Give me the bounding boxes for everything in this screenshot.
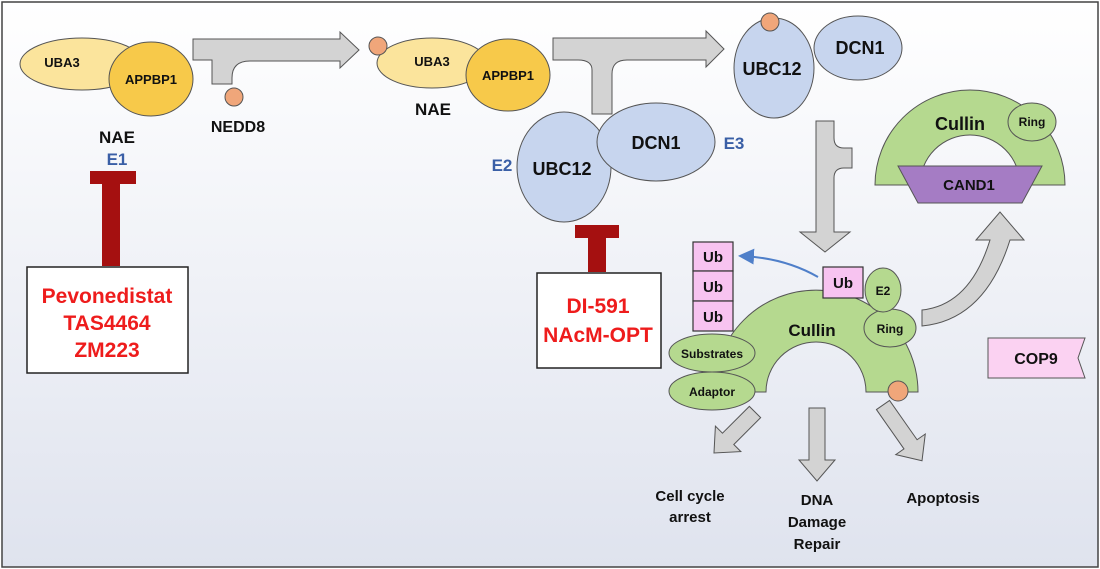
cop9-box: COP9	[987, 337, 1086, 379]
adaptor-label: Adaptor	[689, 385, 735, 399]
inhibitor-zm223: ZM223	[74, 339, 139, 362]
nae-inhibition-bar	[90, 171, 136, 266]
arrow-dna-repair	[797, 407, 837, 482]
nae-label: NAE	[99, 128, 135, 147]
inhibition-bar-stem	[102, 184, 120, 266]
cop9-label: COP9	[1014, 351, 1058, 368]
dcn1-inhibition-bar	[575, 225, 619, 272]
ring-label: Ring	[877, 322, 904, 336]
cand1-shape	[897, 165, 1043, 204]
e2-label: E2	[492, 156, 513, 175]
outcome-labels: Cell cycle arrest DNA Damage Repair Apop…	[655, 488, 979, 553]
dcn1-label: DCN1	[631, 133, 680, 153]
e2-shape	[864, 267, 902, 313]
arrow-shape	[552, 29, 725, 115]
arrow-shape	[875, 399, 926, 462]
cullin-arch-shape	[713, 289, 919, 393]
substrates-label: Substrates	[681, 347, 743, 361]
cullin-label: Cullin	[935, 114, 985, 134]
ub-transfer-arrow	[738, 248, 819, 278]
outcome-cell-cycle-line1: Cell cycle	[655, 488, 724, 505]
ubc12-label: UBC12	[742, 59, 801, 79]
cop9-shape	[987, 337, 1086, 379]
e3-label: E3	[724, 134, 745, 153]
ubc12-label: UBC12	[532, 159, 591, 179]
nedd8-label: NEDD8	[211, 119, 265, 136]
inhibition-bar-stem	[588, 238, 606, 272]
arrow-shape	[192, 30, 360, 85]
appbp1-shape	[465, 38, 551, 112]
ub-label: Ub	[703, 279, 723, 296]
dcn1-inhibitor-box: DI-591 NAcM-OPT	[536, 272, 662, 369]
inhibition-bar-top	[575, 225, 619, 238]
arrow-nedd8-loading	[192, 30, 360, 85]
dcn1-shape	[596, 102, 716, 182]
appbp1-label: APPBP1	[125, 72, 177, 87]
cullin-label: Cullin	[788, 321, 835, 340]
inhibitor-tas4464: TAS4464	[63, 312, 150, 335]
inhibitor-nacm-opt: NAcM-OPT	[543, 324, 653, 347]
arrow-deneddylation-cycle	[921, 211, 1026, 327]
dcn1-label: DCN1	[835, 38, 884, 58]
outcome-dna-line1: DNA	[801, 492, 834, 509]
appbp1-shape	[108, 41, 194, 117]
arrow-shape	[797, 407, 837, 482]
ring-label: Ring	[1019, 115, 1046, 129]
arrow-shape	[713, 405, 762, 454]
arrow-apoptosis	[875, 399, 926, 462]
dcn1-shape	[813, 15, 903, 81]
outcome-dna-line2: Damage	[788, 514, 846, 531]
uba3-label: UBA3	[414, 54, 449, 69]
nedd8-circle	[887, 380, 909, 402]
nedd8-circle	[368, 36, 388, 56]
active-crl-complex: Cullin Ring E2 Ub Substrates Adaptor	[668, 266, 919, 411]
ub-donor-box	[822, 266, 864, 299]
ring-shape	[1007, 102, 1057, 142]
arrow-nedd8-transfer	[552, 29, 725, 115]
inactive-crl-complex: Cullin Ring CAND1	[874, 89, 1066, 204]
outcome-arrows	[713, 399, 926, 482]
nedd8-circle	[760, 12, 780, 32]
ub-box	[692, 300, 734, 332]
uba3-label: UBA3	[44, 55, 79, 70]
arrow-shape	[921, 211, 1026, 327]
nae-inhibitor-frame	[26, 266, 189, 374]
adaptor-shape	[668, 371, 756, 411]
e2-e3-complex-middle: UBC12 DCN1 E2 E3	[492, 102, 745, 223]
ub-label: Ub	[703, 309, 723, 326]
ub-label: Ub	[703, 249, 723, 266]
inhibition-bar-top	[90, 171, 136, 184]
nae-inhibitor-box: Pevonedistat TAS4464 ZM223	[26, 266, 189, 374]
arrow-cell-cycle	[713, 405, 762, 454]
inhibitor-pevonedistat: Pevonedistat	[42, 285, 173, 308]
e2-label: E2	[876, 284, 891, 298]
appbp1-label: APPBP1	[482, 68, 534, 83]
inhibitor-di591: DI-591	[566, 295, 629, 318]
outcome-cell-cycle-line2: arrest	[669, 509, 711, 526]
e1-label: E1	[107, 150, 128, 169]
ub-donor-label: Ub	[833, 275, 853, 292]
e2-e3-complex-top: UBC12 DCN1	[733, 12, 903, 119]
nae-label: NAE	[415, 100, 451, 119]
outcome-dna-line3: Repair	[794, 536, 841, 553]
arrow-neddylation-down	[798, 120, 853, 253]
ub-box	[692, 270, 734, 302]
arrow-shape	[798, 120, 853, 253]
nae-nedd8-complex: UBA3 APPBP1 NAE	[368, 36, 551, 119]
outcome-apoptosis: Apoptosis	[906, 490, 979, 507]
cand1-label: CAND1	[943, 177, 995, 194]
dcn1-inhibitor-frame	[536, 272, 662, 369]
nedd8-free-circle	[224, 87, 244, 107]
polyubiquitin-chain: Ub Ub Ub	[692, 241, 734, 332]
nae-free-complex: UBA3 APPBP1 NAE E1	[19, 37, 194, 169]
